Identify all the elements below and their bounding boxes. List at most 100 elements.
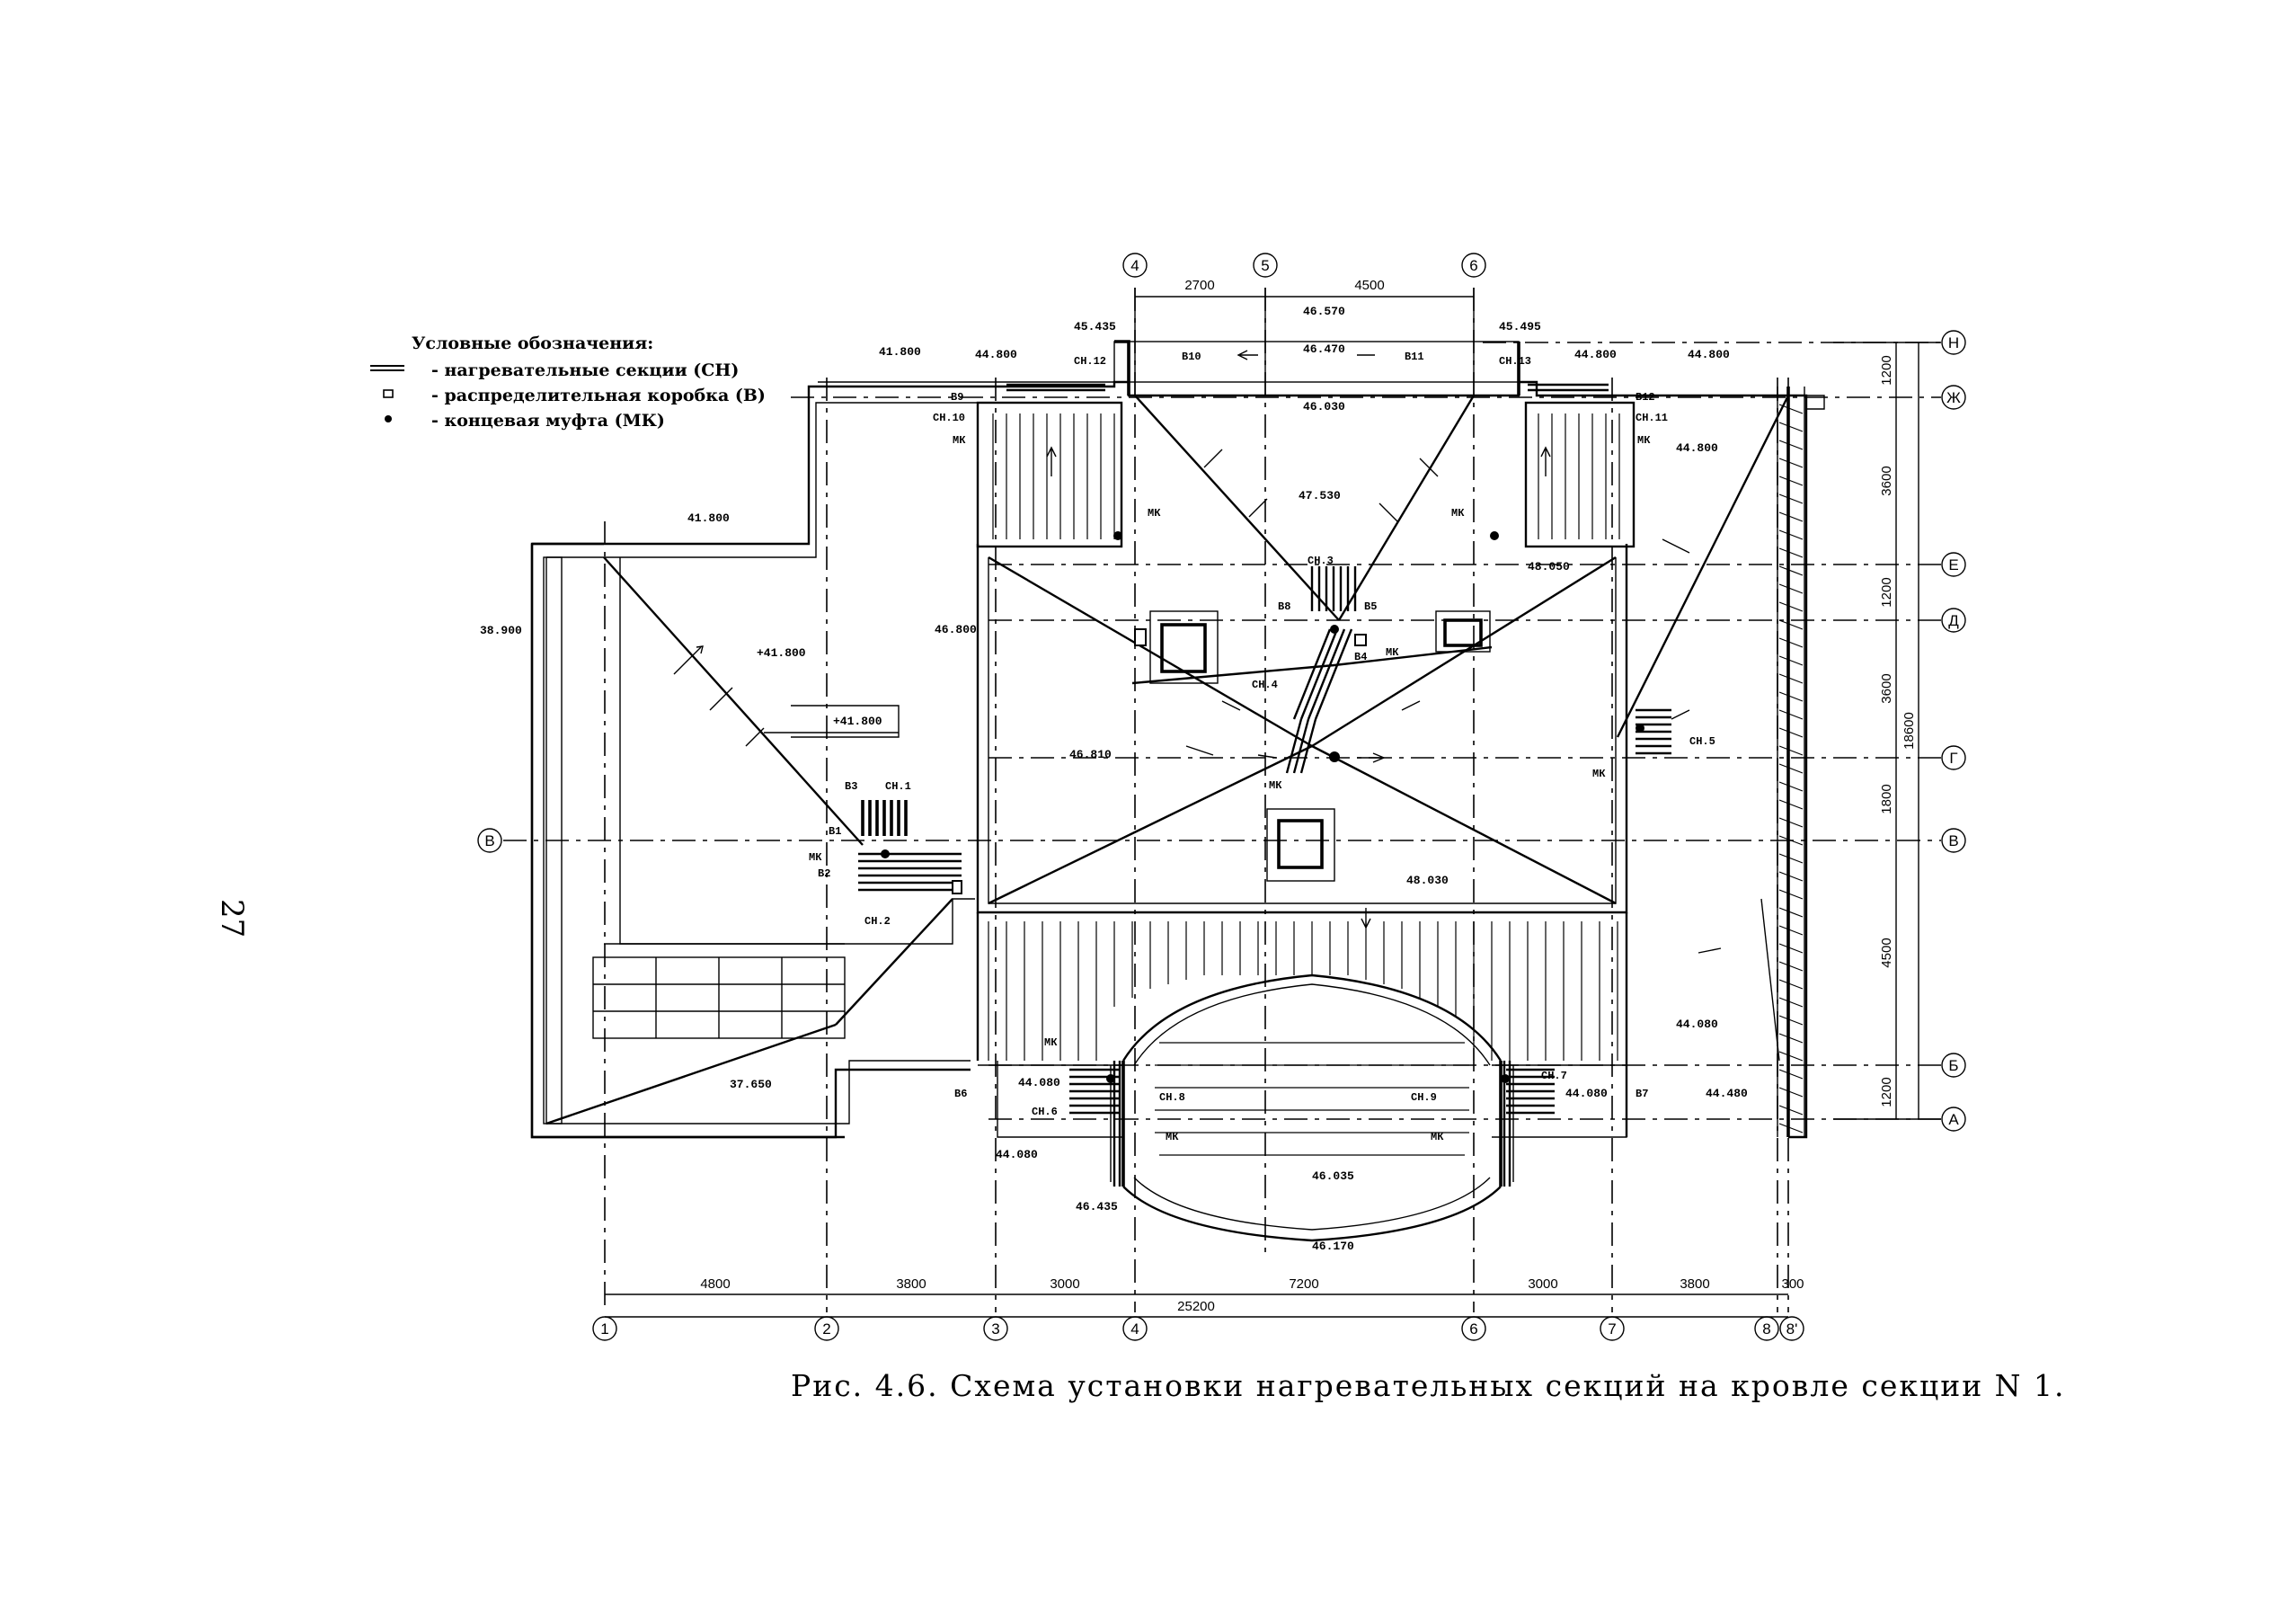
dim-top-2: 4500 [1354,278,1384,293]
label-v10: В10 [1182,351,1201,363]
dim-right-6: 4500 [1879,938,1894,967]
legend-item-heating-label: - нагревательные секции (СН) [431,360,740,380]
elev-top-right-3: 44.800 [1688,348,1730,361]
elev-bottom-right: 44.080 [1676,1018,1718,1031]
axis-col-4: 4 [1130,1320,1139,1338]
section-labels: СН.1 СН.2 СН.3 СН.4 СН.5 СН.6 СН.7 СН.8 … [864,355,1715,1118]
elev-parapet-left: 38.900 [480,624,522,637]
elev-top-left: 45.435 [1074,320,1116,333]
label-mk-2: МК [1451,507,1465,520]
dim-right-total: 18600 [1902,712,1917,750]
label-mk-7: МК [1592,768,1606,780]
label-mk-4: МК [1637,434,1651,447]
label-v12: В12 [1636,391,1655,404]
valley-lines [545,395,1790,1125]
elev-arch-bottom: 46.170 [1312,1240,1354,1253]
label-sn12: СН.12 [1074,355,1106,368]
elev-arch-left: 46.435 [1076,1200,1118,1213]
elev-center-lower: 48.030 [1406,874,1449,887]
dim-bottom-6: 3800 [1680,1276,1709,1292]
elev-left-box: +41.800 [757,646,806,660]
dim-right-4: 3600 [1879,673,1894,703]
label-sn13: СН.13 [1499,355,1531,368]
label-mk-5: МК [1386,646,1399,659]
dim-right-3: 1200 [1879,577,1894,607]
dim-top-1: 2700 [1184,278,1214,293]
label-sn9: СН.9 [1411,1091,1437,1104]
elev-center-upper: 47.530 [1299,489,1341,502]
elev-top-left-2: 44.800 [975,348,1017,361]
elev-bottom-left: 37.650 [730,1078,772,1091]
dim-right-5: 1800 [1879,784,1894,813]
axis-col-3: 3 [991,1320,999,1338]
dim-bottom-7: 300 [1781,1276,1804,1292]
elev-ridge-under: 46.030 [1303,400,1345,413]
label-sn3: СН.3 [1308,555,1334,567]
label-v5: В5 [1364,600,1377,613]
dimension-lines [605,288,1941,1318]
elev-right-step: 48.050 [1528,560,1570,573]
label-mk-11: МК [1431,1131,1444,1143]
dim-right-7: 1200 [1879,1077,1894,1107]
label-v7: В7 [1636,1088,1648,1100]
elev-top-center: 46.570 [1303,305,1345,318]
dim-bottom-3: 3000 [1050,1276,1079,1292]
dim-bottom-4: 7200 [1289,1276,1318,1292]
left-bay [530,542,975,1139]
elev-bottom-left-3: 44.080 [996,1148,1038,1161]
heating-sections [858,383,1790,1187]
elev-left-box2: +41.800 [833,715,882,728]
axis-top-4: 4 [1130,257,1139,274]
dim-bottom-2: 3800 [896,1276,926,1292]
flow-arrows [673,350,1722,954]
dimension-values: 2700 4500 4800 3800 3000 7200 3000 3800 … [700,278,1917,1314]
box-labels: В1 В2 В3 В4 В5 В6 В7 В8 В9 В10 В11 В12 [818,351,1655,1100]
axis-row-d: Д [1948,612,1959,629]
elev-arch-inside: 46.035 [1312,1169,1354,1183]
elev-ridge-top: 46.470 [1303,342,1345,356]
legend-item-sleeve: - концевая муфта (МК) [368,408,665,433]
axis-row-left-v: В [484,832,494,849]
label-sn7: СН.7 [1541,1070,1567,1082]
elev-left-wing: 46.800 [935,623,977,636]
label-v4: В4 [1354,651,1367,663]
elev-bottom-right-3: 44.480 [1706,1087,1748,1100]
end-sleeves [881,531,1644,1083]
label-v6: В6 [954,1088,967,1100]
legend-title: Условные обозначения: [412,333,654,353]
dim-bottom-total: 25200 [1177,1299,1215,1314]
elev-top-right: 45.495 [1499,320,1541,333]
axis-col-7: 7 [1608,1320,1616,1338]
label-sn8: СН.8 [1159,1091,1185,1104]
label-v2: В2 [818,867,830,880]
dim-bottom-5: 3000 [1528,1276,1557,1292]
axis-col-6: 6 [1469,1320,1477,1338]
sleeve-labels: МК МК МК МК МК МК МК МК МК МК МК [809,434,1651,1143]
elev-bottom-right-2: 44.080 [1565,1087,1608,1100]
elev-top-right-2: 44.800 [1574,348,1617,361]
legend-item-sleeve-label: - концевая муфта (МК) [431,411,665,431]
label-mk-9: МК [1044,1036,1058,1049]
axis-bubbles [477,253,1966,1341]
dim-right-2: 3600 [1879,466,1894,495]
label-sn5: СН.5 [1689,735,1715,748]
legend-item-heating: - нагревательные секции (СН) [368,358,739,383]
label-v9: В9 [951,391,963,404]
elev-left-roof-1: 41.800 [879,345,921,359]
axis-row-g: Г [1949,750,1957,767]
label-v8: В8 [1278,600,1290,613]
label-sn4: СН.4 [1252,679,1278,691]
axis-top-5: 5 [1261,257,1269,274]
heating-section-symbol-icon [368,358,406,383]
axis-row-zh: Ж [1946,389,1961,406]
legend: Условные обозначения: - нагревательные с… [368,331,800,466]
dim-bottom-1: 4800 [700,1276,730,1292]
axis-col-8: 8 [1762,1320,1770,1338]
elev-center-main: 46.810 [1069,748,1112,761]
axis-row-e: Е [1948,556,1958,573]
dim-right-1: 1200 [1879,355,1894,385]
axis-row-v: В [1948,832,1958,849]
label-v11: В11 [1405,351,1424,363]
axis-row-b: Б [1948,1057,1958,1074]
